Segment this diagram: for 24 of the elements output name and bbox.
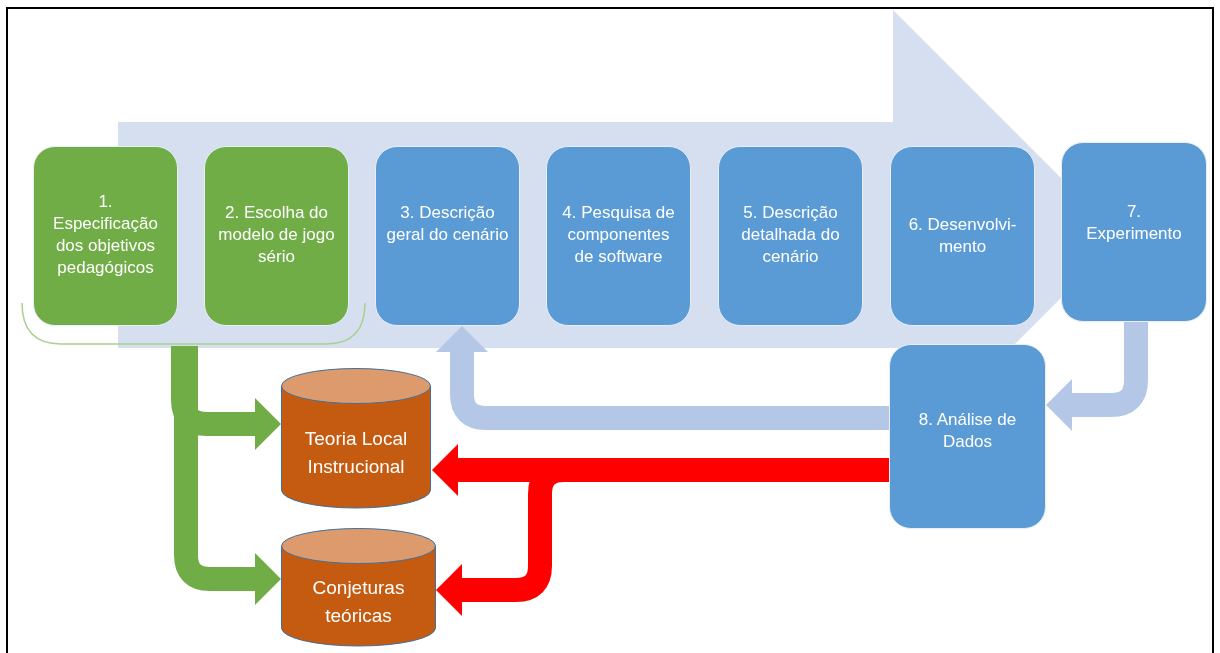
step-label: 8. Análise de Dados — [917, 409, 1018, 453]
step-label: 1. Especificação dos objetivos pedagógicos — [52, 191, 159, 279]
bracket-line — [21, 302, 366, 346]
storage-label: Conjeturas teóricas — [311, 576, 406, 628]
step-label: 5. Descrição detalhada do cenário — [740, 202, 841, 268]
step-box — [33, 146, 178, 326]
step-box — [890, 146, 1035, 326]
block-arrow — [174, 346, 281, 605]
step-label: 3. Descrição geral do cenário — [386, 202, 509, 246]
step-box — [375, 146, 520, 326]
step-box — [204, 146, 349, 326]
cylinder-shape — [281, 368, 431, 508]
step-label: 4. Pesquisa de componentes de software — [561, 202, 676, 268]
step-box — [718, 146, 863, 326]
cylinder-shape — [281, 528, 436, 646]
step-label: 7. Experimento — [1085, 201, 1183, 245]
block-arrow — [436, 326, 889, 430]
step-label: 6. Desenvolvi- mento — [907, 214, 1018, 258]
step-box — [546, 146, 691, 326]
block-arrow — [171, 346, 281, 450]
storage-label: Teoria Local Instrucional — [303, 427, 409, 479]
step-box — [1061, 142, 1207, 322]
step-box — [889, 344, 1046, 529]
step-label: 2. Escolha do modelo de jogo sério — [217, 202, 336, 268]
